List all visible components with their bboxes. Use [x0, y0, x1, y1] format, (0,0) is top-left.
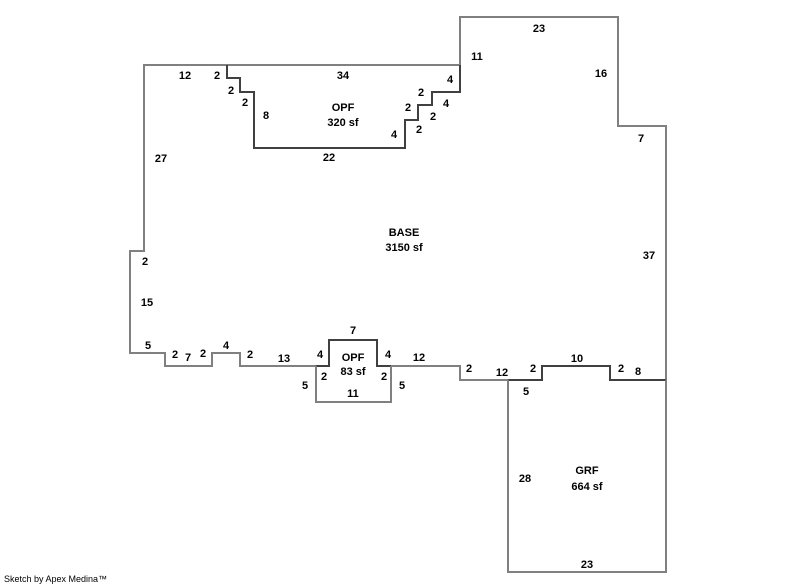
- dimension-label: 12: [496, 367, 508, 379]
- dimension-label: 28: [519, 473, 531, 485]
- dimension-label: 2: [228, 85, 234, 97]
- dimension-label: 2: [416, 124, 422, 136]
- dimension-label: 4: [447, 74, 454, 86]
- dimension-label: 12: [179, 70, 191, 82]
- dimension-label: 11: [347, 388, 359, 400]
- dimension-label: 7: [350, 325, 356, 337]
- opf-top-area-name: OPF: [332, 102, 355, 114]
- dimension-label: 2: [247, 349, 253, 361]
- dimension-label: 2: [405, 102, 411, 114]
- dimension-label: 5: [302, 380, 308, 392]
- dimension-label: 2: [172, 349, 178, 361]
- base-outline-bottom-right: [391, 365, 508, 381]
- grf-area-name: GRF: [575, 465, 599, 477]
- base-area-size: 3150 sf: [385, 242, 423, 254]
- dimension-label: 4: [385, 349, 392, 361]
- dimension-label: 2: [242, 97, 248, 109]
- dimension-label: 2: [466, 363, 472, 375]
- dimension-label: 4: [317, 349, 324, 361]
- sketch-credit: Sketch by Apex Medina™: [4, 574, 108, 584]
- dimension-label: 4: [223, 340, 230, 352]
- dimension-label: 22: [323, 152, 335, 164]
- dimension-label: 2: [200, 348, 206, 360]
- dimension-label: 23: [533, 23, 545, 35]
- dimension-label: 16: [595, 68, 607, 80]
- grf-outline: [507, 380, 667, 573]
- dimension-label: 5: [399, 380, 405, 392]
- dimension-label: 11: [471, 51, 483, 63]
- dimension-label: 7: [638, 133, 644, 145]
- dimension-label: 10: [571, 353, 583, 365]
- dimension-label: 4: [443, 98, 450, 110]
- dimension-label: 15: [141, 297, 153, 309]
- dimension-label: 27: [155, 153, 167, 165]
- dimension-label: 23: [581, 559, 593, 571]
- dimension-label: 5: [523, 386, 529, 398]
- opf-bottom-area-size: 83 sf: [340, 366, 365, 378]
- dimension-label: 2: [418, 87, 424, 99]
- dimension-label: 8: [263, 110, 269, 122]
- dimension-label: 2: [430, 111, 436, 123]
- dimension-label: 34: [337, 70, 350, 82]
- grf-area-size: 664 sf: [571, 481, 603, 493]
- base-area-name: BASE: [389, 227, 420, 239]
- dimension-label: 4: [391, 129, 398, 141]
- dimension-label: 2: [142, 256, 148, 268]
- dimension-label: 2: [381, 371, 387, 383]
- dimension-label: 2: [214, 70, 220, 82]
- opf-top-area-size: 320 sf: [327, 117, 359, 129]
- dimension-label: 12: [413, 352, 425, 364]
- dimension-label: 7: [185, 352, 191, 364]
- base-outline: [129, 64, 316, 367]
- dimension-label: 13: [278, 353, 290, 365]
- dimension-label: 8: [635, 366, 641, 378]
- dimension-label: 2: [618, 363, 624, 375]
- dimension-label: 2: [321, 371, 327, 383]
- opf-bottom-area-name: OPF: [342, 352, 365, 364]
- dimension-label: 2: [530, 363, 536, 375]
- dimension-label: 37: [643, 250, 655, 262]
- dimension-label: 5: [145, 340, 151, 352]
- opf-bottom-outline: [315, 366, 392, 403]
- grf-top-outline: [508, 365, 666, 381]
- opf-top-outline: [226, 65, 461, 149]
- opf-bottom-bump: [316, 339, 391, 367]
